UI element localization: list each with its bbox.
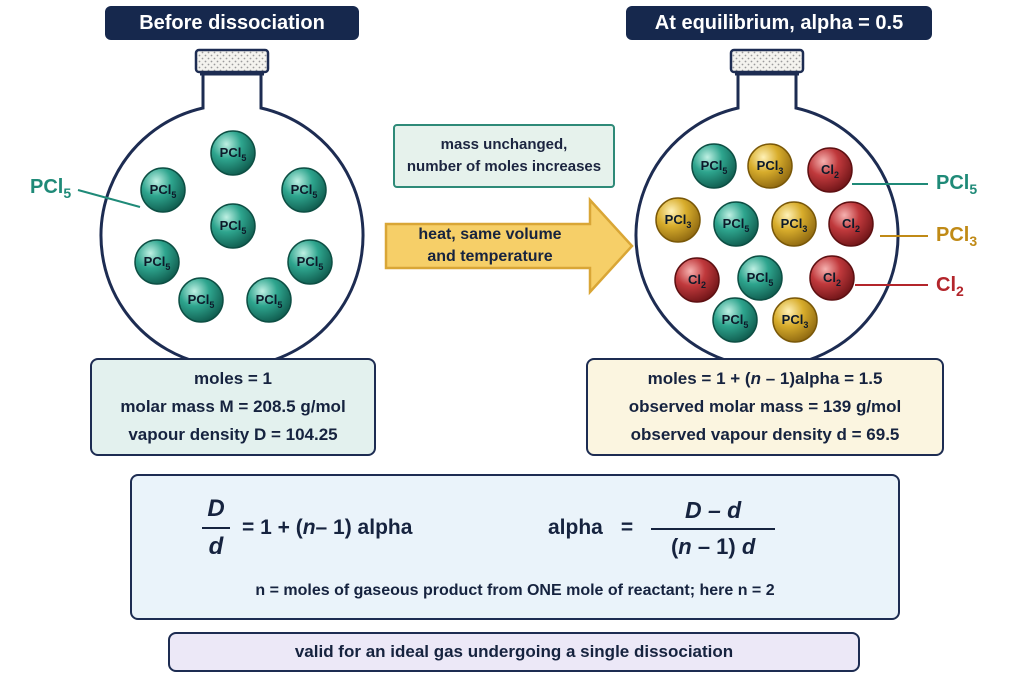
right-molecule-label-7: Cl2	[842, 216, 860, 234]
formula-box: D d = 1 + (n – 1) alpha alpha = D – d (n…	[130, 474, 900, 620]
note-line-2: number of moles increases	[406, 158, 602, 175]
right-molecule-cl2-3	[807, 147, 853, 193]
right-molecule-label-10: Cl2	[823, 270, 841, 288]
right-molecule-cl2-10	[809, 255, 855, 301]
mass-unchanged-note: mass unchanged, number of moles increase…	[393, 124, 615, 188]
n-definition: n = moles of gaseous product from ONE mo…	[255, 582, 775, 599]
legend-cl2: Cl2	[936, 274, 964, 299]
right-molecule-cl2-7	[828, 201, 874, 247]
header-at-equilibrium: At equilibrium, alpha = 0.5	[626, 6, 932, 40]
header-before-dissociation: Before dissociation	[105, 6, 359, 40]
left-molecule-pcl5-6	[287, 239, 333, 285]
right-molecule-pcl5-1	[691, 143, 737, 189]
arrow-label-line-2: and temperature	[427, 248, 553, 265]
left-molecule-label-1: PCl5	[220, 145, 247, 163]
right-molecule-pcl5-11	[712, 297, 758, 343]
observed-molar-mass: observed molar mass = 139 g/mol	[628, 397, 902, 416]
right-molecule-pcl3-12	[772, 297, 818, 343]
equilibrium-moles: moles = 1 + (n – 1)alpha = 1.5	[647, 369, 883, 388]
formula-D: D	[207, 495, 225, 522]
right-molecule-pcl5-9	[737, 255, 783, 301]
before-info-box: moles = 1 molar mass M = 208.5 g/mol vap…	[90, 358, 376, 456]
left-molecule-label-8: PCl5	[256, 292, 283, 310]
right-molecule-pcl3-6	[771, 201, 817, 247]
note-line-1: mass unchanged,	[440, 136, 568, 153]
legend-pcl5: PCl5	[936, 172, 978, 197]
left-molecule-pcl5-8	[246, 277, 292, 323]
arrow-label-line-1: heat, same volume	[418, 226, 562, 243]
arrow-label: heat, same volume and temperature	[390, 224, 590, 268]
left-molecule-pcl5-4	[210, 203, 256, 249]
right-molecule-label-2: PCl3	[757, 158, 784, 176]
left-molecule-label-6: PCl5	[297, 254, 324, 272]
formula-alpha-denominator: (n – 1) d	[670, 533, 756, 559]
validity-text: valid for an ideal gas undergoing a sing…	[294, 642, 734, 661]
right-molecule-label-11: PCl5	[722, 312, 749, 330]
left-molecule-pcl5-7	[178, 277, 224, 323]
formula-d: d	[208, 533, 224, 560]
validity-note: valid for an ideal gas undergoing a sing…	[168, 632, 860, 672]
before-vapour-density: vapour density D = 104.25	[128, 425, 338, 444]
left-molecule-label-5: PCl5	[144, 254, 171, 272]
left-molecule-label-4: PCl5	[220, 218, 247, 236]
left-molecule-pcl5-5	[134, 239, 180, 285]
formula-alpha: alpha = D – d (n – 1) d	[548, 486, 776, 570]
pcl5-leader-line-left	[77, 189, 141, 208]
right-molecule-label-8: Cl2	[688, 272, 706, 290]
left-molecule-label-2: PCl5	[150, 182, 177, 200]
right-molecule-label-3: Cl2	[821, 162, 839, 180]
right-molecule-label-5: PCl5	[723, 216, 750, 234]
left-molecule-label-7: PCl5	[188, 292, 215, 310]
observed-vapour-density: observed vapour density d = 69.5	[630, 425, 900, 444]
left-molecule-pcl5-1	[210, 130, 256, 176]
right-molecule-cl2-8	[674, 257, 720, 303]
right-molecule-label-6: PCl3	[781, 216, 808, 234]
formula-alpha-numerator: D – d	[685, 496, 742, 523]
right-molecule-pcl3-4	[655, 197, 701, 243]
flask-label-pcl5: PCl5	[30, 176, 72, 201]
right-molecule-pcl5-5	[713, 201, 759, 247]
right-molecule-label-1: PCl5	[701, 158, 728, 176]
before-moles: moles = 1	[194, 369, 272, 388]
right-molecule-pcl3-2	[747, 143, 793, 189]
right-molecule-label-4: PCl3	[665, 212, 692, 230]
formula-ratio: D d = 1 + (n – 1) alpha	[202, 486, 412, 570]
process-arrow	[384, 196, 634, 296]
before-molar-mass: molar mass M = 208.5 g/mol	[120, 397, 346, 416]
legend-pcl3: PCl3	[936, 224, 978, 249]
left-molecule-pcl5-3	[281, 167, 327, 213]
equilibrium-info-box: moles = 1 + (n – 1)alpha = 1.5 observed …	[586, 358, 944, 456]
right-molecule-label-12: PCl3	[782, 312, 809, 330]
right-molecule-label-9: PCl5	[747, 270, 774, 288]
left-molecule-pcl5-2	[140, 167, 186, 213]
left-molecule-label-3: PCl5	[291, 182, 318, 200]
